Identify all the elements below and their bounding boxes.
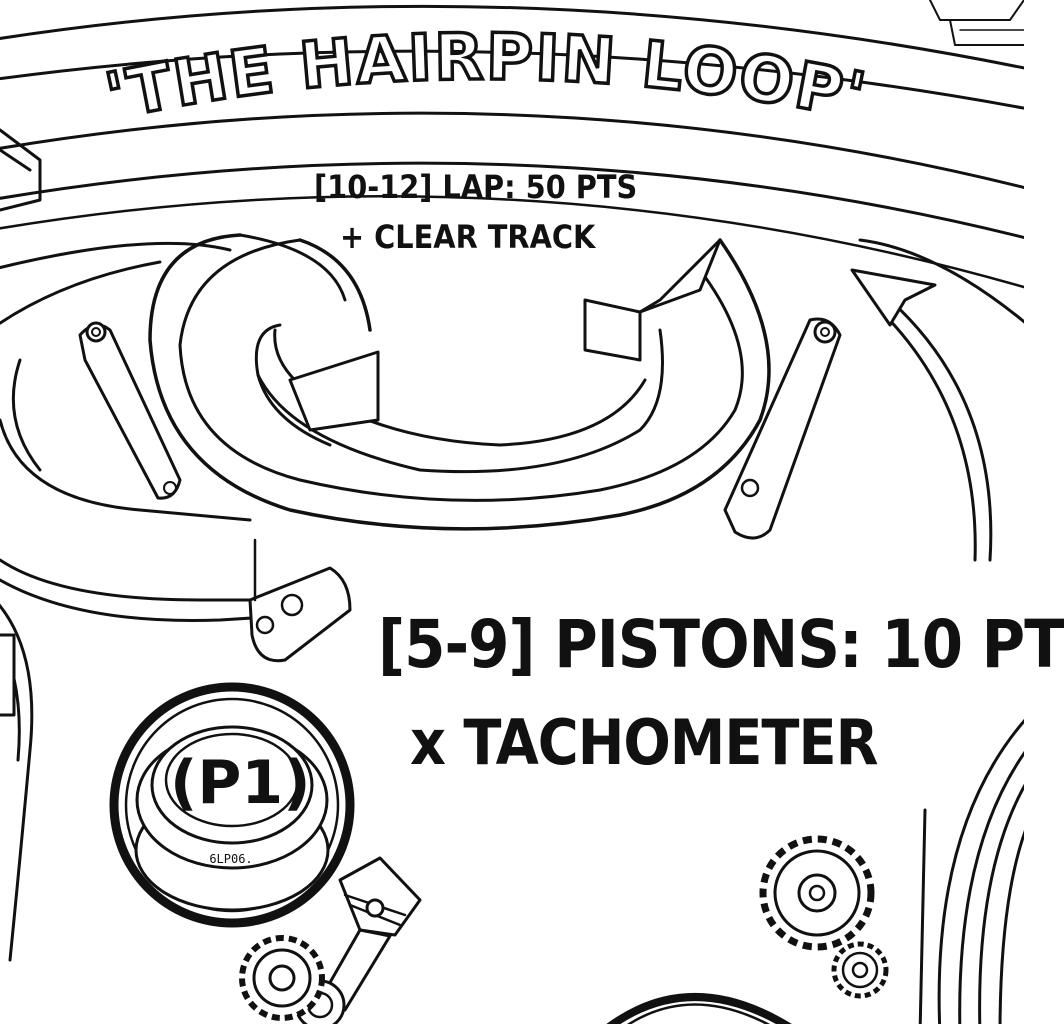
pistons-multiplier-label: x TACHOMETER — [410, 706, 879, 779]
gear-icon-tiny — [831, 941, 889, 999]
left-rail — [0, 128, 42, 962]
gear-icon-small-left — [239, 935, 325, 1021]
lap-bonus-label: + CLEAR TRACK — [340, 218, 596, 256]
left-post — [78, 321, 182, 500]
lower-block — [248, 538, 352, 663]
right-post — [723, 317, 842, 540]
pop-bumper-bottom[interactable] — [600, 993, 800, 1024]
bumper-p1-small-text: 6LP06. — [209, 852, 253, 866]
top-right-decoration — [929, 0, 1024, 46]
bumper-p1-label: (P1) — [170, 748, 311, 818]
pop-bumper-p1[interactable] — [109, 682, 355, 928]
gear-icon-right — [759, 835, 875, 951]
pistons-score-label: [5-9] PISTONS: 10 PT — [378, 606, 1064, 683]
track-title: 'THE HAIRPIN LOOP' — [100, 21, 873, 135]
outer-ramp — [0, 4, 1024, 289]
left-lane — [0, 241, 302, 622]
playfield-artwork: 'THE HAIRPIN LOOP' — [0, 0, 1024, 1024]
guide-arrow-icon — [850, 268, 993, 562]
right-lane — [858, 238, 1024, 1024]
lap-score-label: [10-12] LAP: 50 PTS — [314, 168, 638, 206]
hairpin-loop-ramp — [148, 233, 771, 531]
